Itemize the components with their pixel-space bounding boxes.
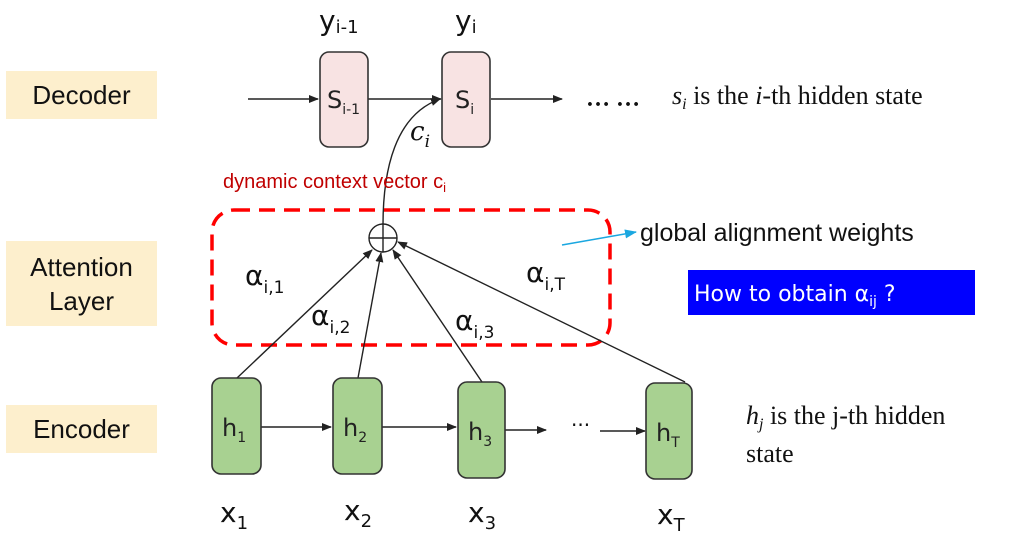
decoder-label: Decoder	[32, 80, 131, 110]
encoder-layer-label: Encoder	[6, 405, 157, 453]
weight-arrow-T	[397, 241, 686, 383]
attention-layer-box	[210, 208, 612, 347]
decoder-layer-label: Decoder	[6, 71, 157, 119]
sum-node	[368, 223, 398, 253]
weight-arrow-3	[392, 249, 483, 383]
encoder-input-x1: x1	[220, 496, 248, 534]
svg-text:How to obtain αij ?: How to obtain αij ?	[694, 282, 896, 310]
attention-label-line2: Layer	[49, 286, 114, 316]
decoder-output-y-prev: yi-1	[319, 4, 359, 38]
encoder-ellipsis: ···	[571, 413, 590, 437]
svg-text:hT: hT	[656, 419, 680, 451]
decoder-output-y-cur: yi	[455, 4, 477, 38]
context-caption: dynamic context vector ci	[223, 171, 446, 195]
encoder-cell-hT: hT	[645, 382, 693, 480]
encoder-input-x2: x2	[344, 494, 372, 532]
encoder-cell-h1: h1	[211, 377, 262, 475]
encoder-input-xT: xT	[657, 498, 686, 536]
svg-text:h1: h1	[222, 414, 246, 446]
encoder-cell-h2: h2	[332, 377, 383, 475]
weight-arrow-1	[236, 249, 373, 379]
svg-text:Si: Si	[455, 86, 474, 118]
alignment-pointer-arrow	[561, 229, 637, 246]
alpha-label-2: αi,2	[311, 299, 350, 338]
encoder-description-line1: hj is the j-th hidden	[746, 401, 945, 433]
alignment-label: global alignment weights	[640, 219, 914, 247]
alpha-label-3: αi,3	[455, 304, 494, 343]
context-vector-arrow	[382, 98, 441, 226]
decoder-cell-s-prev: Si-1	[319, 51, 369, 148]
svg-text:Si-1: Si-1	[327, 86, 360, 118]
alpha-label-T: αi,T	[526, 256, 566, 295]
svg-text:h2: h2	[343, 414, 367, 446]
svg-text:h3: h3	[468, 418, 492, 450]
decoder-ellipsis: … …	[586, 86, 640, 112]
context-label: ci	[410, 117, 430, 152]
attention-layer-label: Attention Layer	[6, 241, 157, 326]
attention-label-line1: Attention	[30, 252, 133, 282]
question-box: How to obtain αij ?	[688, 270, 975, 315]
decoder-cell-s-cur: Si	[441, 51, 491, 148]
encoder-description-line2: state	[746, 439, 794, 468]
decoder-description: si is the i-th hidden state	[672, 81, 923, 113]
weight-arrow-2	[357, 252, 384, 379]
alpha-label-1: αi,1	[245, 259, 284, 298]
encoder-label: Encoder	[33, 414, 130, 444]
encoder-cell-h3: h3	[457, 381, 506, 479]
encoder-input-x3: x3	[468, 496, 496, 534]
